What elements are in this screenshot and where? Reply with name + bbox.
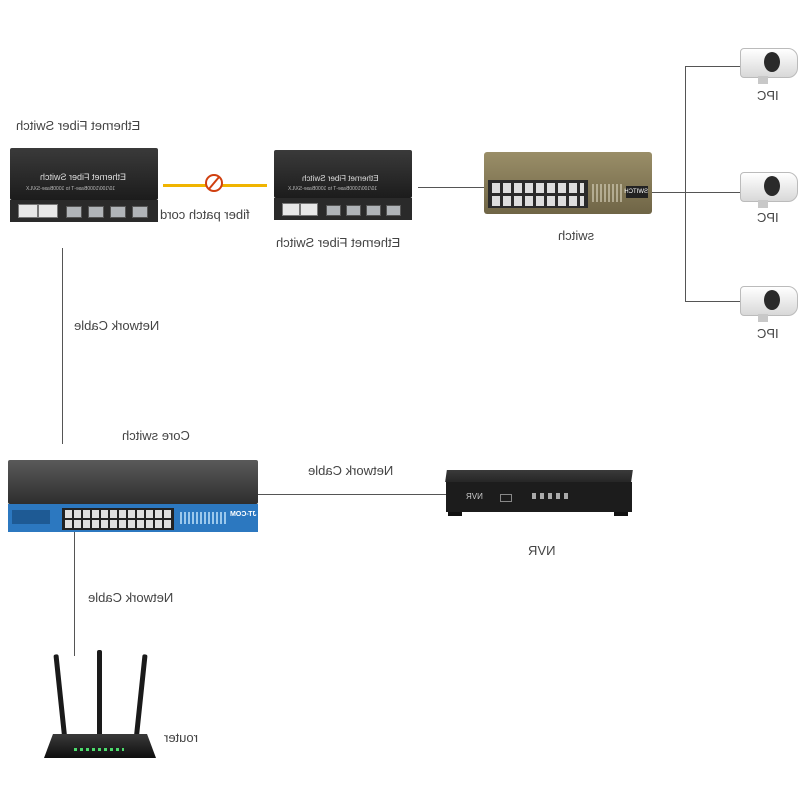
rj45-port bbox=[282, 203, 300, 216]
ipc-label: IPC bbox=[757, 210, 779, 225]
core-switch-label: Core switch bbox=[122, 428, 190, 443]
sfp-port bbox=[66, 206, 82, 218]
router-antenna bbox=[53, 654, 67, 737]
fiber-switch-panel-title: Ethernet Fiber Switch bbox=[40, 172, 127, 182]
fiber-switch-panel-sub: 10/100/1000Base-T to 1000Base-SX/LX bbox=[288, 186, 378, 192]
ipc-label: IPC bbox=[757, 326, 779, 341]
network-cable-line bbox=[418, 187, 484, 188]
ipc-camera-1 bbox=[740, 42, 798, 86]
fiber-switch-right: Ethernet Fiber Switch 10/100/1000Base-T … bbox=[274, 150, 412, 222]
network-cable-line bbox=[685, 66, 740, 67]
fiber-patch-cord-icon bbox=[205, 174, 223, 192]
router-antenna bbox=[97, 650, 102, 736]
network-cable-line bbox=[652, 192, 686, 193]
network-cable-line bbox=[685, 66, 686, 302]
nvr-device: NVR bbox=[445, 470, 633, 516]
nvr-label: NVR bbox=[528, 543, 556, 558]
sfp-port bbox=[346, 205, 361, 216]
router-antenna bbox=[134, 654, 148, 737]
network-cable-line bbox=[685, 301, 740, 302]
network-cable-label: Network Cable bbox=[74, 318, 160, 333]
fiber-switch-left-label: Ethernet Fiber Switch bbox=[16, 118, 141, 133]
ipc-label: IPC bbox=[757, 88, 779, 103]
core-switch: JT-COM bbox=[8, 460, 258, 532]
network-cable-label: Network Cable bbox=[88, 590, 174, 605]
rj45-port bbox=[38, 204, 58, 218]
router-label: router bbox=[164, 730, 198, 745]
switch-label: switch bbox=[558, 228, 595, 243]
sfp-port bbox=[110, 206, 126, 218]
network-cable-line bbox=[258, 494, 446, 495]
fiber-switch-panel-sub: 10/100/1000Base-T to 1000Base-SX/LX bbox=[26, 186, 116, 192]
fiber-switch-right-label: Ethernet Fiber Switch bbox=[276, 235, 401, 250]
network-cable-line bbox=[62, 248, 63, 444]
fiber-patch-cord-label: fiber patch cord bbox=[160, 207, 250, 222]
router-device bbox=[40, 650, 160, 762]
rj45-port bbox=[300, 203, 318, 216]
rj45-port bbox=[18, 204, 38, 218]
switch-badge: SWITCH bbox=[624, 186, 648, 198]
nvr-brand: NVR bbox=[466, 492, 483, 501]
ipc-camera-2 bbox=[740, 166, 798, 210]
ipc-camera-3 bbox=[740, 280, 798, 324]
fiber-switch-left: Ethernet Fiber Switch 10/100/1000Base-T … bbox=[10, 148, 158, 224]
sfp-port bbox=[132, 206, 148, 218]
sfp-port bbox=[326, 205, 341, 216]
network-cable-label: Network Cable bbox=[308, 463, 394, 478]
sfp-port bbox=[386, 205, 401, 216]
network-cable-line bbox=[685, 192, 740, 193]
fiber-switch-panel-title: Ethernet Fiber Switch bbox=[302, 174, 379, 183]
network-cable-line bbox=[74, 532, 75, 656]
core-switch-brand: JT-COM bbox=[230, 511, 257, 518]
sfp-port bbox=[88, 206, 104, 218]
sfp-port bbox=[366, 205, 381, 216]
switch-device: SWITCH bbox=[484, 152, 652, 214]
